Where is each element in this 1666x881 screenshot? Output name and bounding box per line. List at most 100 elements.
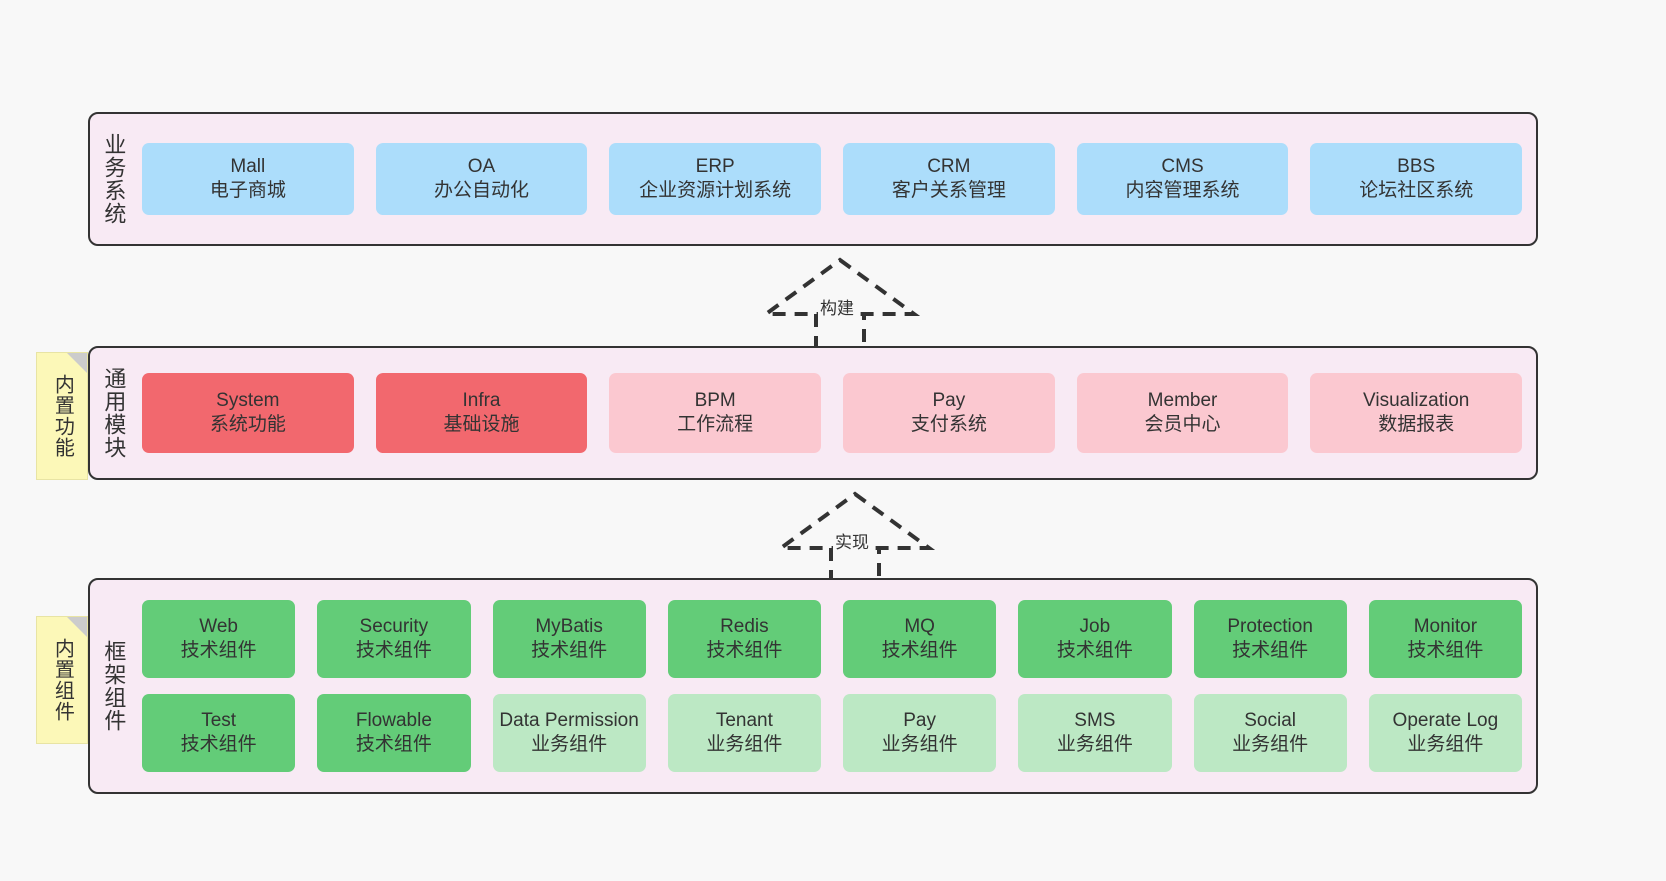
module-card-name: Pay bbox=[903, 709, 936, 731]
module-card-system[interactable]: System 系统功能 bbox=[142, 373, 354, 453]
layer-body-framework-component: Web 技术组件 Security 技术组件 MyBatis 技术组件 Redi… bbox=[136, 580, 1536, 792]
module-card-sub: 业务组件 bbox=[1407, 734, 1484, 755]
module-card-member[interactable]: Member 会员中心 bbox=[1076, 373, 1289, 453]
module-card-operate-log[interactable]: Operate Log 业务组件 bbox=[1368, 694, 1522, 772]
module-card-sub: 技术组件 bbox=[180, 640, 257, 661]
layer-business-system: 业务系统 Mall 电子商城 OA 办公自动化 ERP 企业资源计划系统 CRM… bbox=[88, 112, 1538, 246]
connector-build-arrow: 构建 bbox=[759, 257, 921, 350]
note-builtin-features: 内置功能 bbox=[36, 352, 88, 480]
module-card-sub: 系统功能 bbox=[209, 414, 286, 435]
module-card-sub: 基础设施 bbox=[443, 414, 520, 435]
module-card-sub: 工作流程 bbox=[677, 414, 754, 435]
module-card-flowable[interactable]: Flowable 技术组件 bbox=[317, 694, 471, 772]
module-card-name: Test bbox=[201, 709, 237, 731]
module-card-sub: 客户关系管理 bbox=[891, 180, 1006, 201]
module-card-sub: 业务组件 bbox=[1232, 734, 1309, 755]
module-card-monitor[interactable]: Monitor 技术组件 bbox=[1368, 600, 1522, 678]
module-card-mq[interactable]: MQ 技术组件 bbox=[843, 600, 997, 678]
layer-common-module: 通用模块 System 系统功能 Infra 基础设施 BPM 工作流程 Pay… bbox=[88, 346, 1538, 480]
module-card-sub: 技术组件 bbox=[355, 734, 432, 755]
layer-row: Mall 电子商城 OA 办公自动化 ERP 企业资源计划系统 CRM 客户关系… bbox=[142, 143, 1523, 215]
module-card-sms[interactable]: SMS 业务组件 bbox=[1018, 694, 1172, 772]
module-card-sub: 技术组件 bbox=[1407, 640, 1484, 661]
module-card-sub: 业务组件 bbox=[706, 734, 783, 755]
module-card-mybatis[interactable]: MyBatis 技术组件 bbox=[492, 600, 646, 678]
module-card-sub: 技术组件 bbox=[1232, 640, 1309, 661]
module-card-name: CMS bbox=[1161, 155, 1204, 177]
module-card-job[interactable]: Job 技术组件 bbox=[1018, 600, 1172, 678]
module-card-name: Mall bbox=[230, 155, 266, 177]
module-card-name: Infra bbox=[462, 389, 501, 411]
module-card-redis[interactable]: Redis 技术组件 bbox=[667, 600, 821, 678]
module-card-mall[interactable]: Mall 电子商城 bbox=[142, 143, 354, 215]
module-card-sub: 会员中心 bbox=[1144, 414, 1221, 435]
module-card-sub: 技术组件 bbox=[881, 640, 958, 661]
module-card-infra[interactable]: Infra 基础设施 bbox=[375, 373, 588, 453]
module-card-pay-component[interactable]: Pay 业务组件 bbox=[843, 694, 997, 772]
module-card-sub: 技术组件 bbox=[706, 640, 783, 661]
module-card-name: OA bbox=[467, 155, 496, 177]
module-card-name: System bbox=[216, 389, 280, 411]
module-card-pay[interactable]: Pay 支付系统 bbox=[843, 373, 1055, 453]
module-card-sub: 支付系统 bbox=[910, 414, 987, 435]
module-card-name: BPM bbox=[694, 389, 736, 411]
module-card-name: Security bbox=[359, 615, 429, 637]
module-card-crm[interactable]: CRM 客户关系管理 bbox=[843, 143, 1055, 215]
module-card-name: Pay bbox=[932, 389, 966, 411]
note-fold-corner-icon bbox=[67, 617, 87, 637]
note-fold-corner-icon bbox=[67, 353, 87, 373]
connector-implement-label: 实现 bbox=[833, 528, 871, 553]
module-card-security[interactable]: Security 技术组件 bbox=[317, 600, 471, 678]
layer-body-business-system: Mall 电子商城 OA 办公自动化 ERP 企业资源计划系统 CRM 客户关系… bbox=[136, 114, 1536, 244]
module-card-sub: 数据报表 bbox=[1378, 414, 1455, 435]
module-card-cms[interactable]: CMS 内容管理系统 bbox=[1076, 143, 1289, 215]
module-card-tenant[interactable]: Tenant 业务组件 bbox=[667, 694, 821, 772]
layer-title-common-module: 通用模块 bbox=[101, 367, 127, 459]
module-card-name: Protection bbox=[1227, 615, 1313, 637]
module-card-web[interactable]: Web 技术组件 bbox=[142, 600, 296, 678]
module-card-sub: 论坛社区系统 bbox=[1359, 180, 1474, 201]
module-card-name: Data Permission bbox=[499, 709, 639, 731]
module-card-sub: 业务组件 bbox=[881, 734, 958, 755]
module-card-sub: 技术组件 bbox=[180, 734, 257, 755]
module-card-data-permission[interactable]: Data Permission 业务组件 bbox=[492, 694, 646, 772]
module-card-protection[interactable]: Protection 技术组件 bbox=[1193, 600, 1347, 678]
module-card-name: Tenant bbox=[715, 709, 773, 731]
note-builtin-features-label: 内置功能 bbox=[51, 374, 74, 458]
module-card-name: SMS bbox=[1074, 709, 1116, 731]
module-card-sub: 内容管理系统 bbox=[1125, 180, 1240, 201]
module-card-visualization[interactable]: Visualization 数据报表 bbox=[1310, 373, 1523, 453]
module-card-oa[interactable]: OA 办公自动化 bbox=[375, 143, 588, 215]
layer-title-framework-component: 框架组件 bbox=[101, 640, 127, 732]
module-card-name: Social bbox=[1244, 709, 1296, 731]
module-card-name: Monitor bbox=[1413, 615, 1478, 637]
connector-build-label: 构建 bbox=[818, 294, 856, 319]
module-card-name: Web bbox=[199, 615, 238, 637]
note-builtin-components: 内置组件 bbox=[36, 616, 88, 744]
module-card-sub: 办公自动化 bbox=[434, 180, 530, 201]
module-card-test[interactable]: Test 技术组件 bbox=[142, 694, 296, 772]
module-card-sub: 企业资源计划系统 bbox=[639, 180, 792, 201]
module-card-sub: 业务组件 bbox=[531, 734, 608, 755]
module-card-name: CRM bbox=[927, 155, 971, 177]
note-builtin-components-label: 内置组件 bbox=[51, 638, 74, 722]
module-card-social[interactable]: Social 业务组件 bbox=[1193, 694, 1347, 772]
layer-row: Web 技术组件 Security 技术组件 MyBatis 技术组件 Redi… bbox=[142, 600, 1522, 678]
module-card-name: Visualization bbox=[1363, 389, 1470, 411]
layer-row: System 系统功能 Infra 基础设施 BPM 工作流程 Pay 支付系统… bbox=[142, 373, 1523, 453]
module-card-sub: 技术组件 bbox=[355, 640, 432, 661]
module-card-sub: 业务组件 bbox=[1056, 734, 1133, 755]
module-card-erp[interactable]: ERP 企业资源计划系统 bbox=[609, 143, 822, 215]
module-card-name: Member bbox=[1147, 389, 1218, 411]
module-card-name: Job bbox=[1079, 615, 1111, 637]
module-card-bbs[interactable]: BBS 论坛社区系统 bbox=[1310, 143, 1523, 215]
module-card-name: BBS bbox=[1397, 155, 1436, 177]
layer-title-business-system: 业务系统 bbox=[101, 133, 127, 225]
module-card-name: ERP bbox=[695, 155, 735, 177]
module-card-sub: 技术组件 bbox=[531, 640, 608, 661]
module-card-name: Redis bbox=[720, 615, 769, 637]
layer-row: Test 技术组件 Flowable 技术组件 Data Permission … bbox=[142, 694, 1522, 772]
module-card-bpm[interactable]: BPM 工作流程 bbox=[609, 373, 822, 453]
layer-framework-component: 框架组件 Web 技术组件 Security 技术组件 MyBatis 技术组件… bbox=[88, 578, 1538, 794]
